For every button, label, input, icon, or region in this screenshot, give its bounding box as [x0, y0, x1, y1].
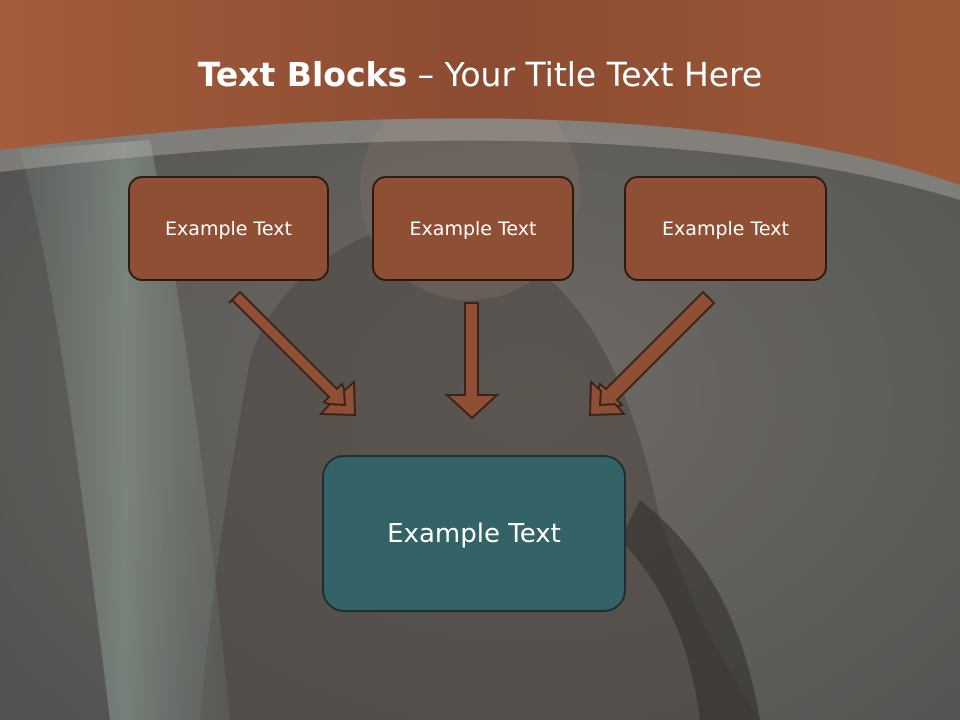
text-block-center[interactable]: Example Text	[372, 176, 574, 281]
arrow-left-icon	[228, 290, 357, 417]
text-block-center-label: Example Text	[409, 217, 537, 240]
text-block-result[interactable]: Example Text	[322, 455, 626, 612]
title-bold-part: Text Blocks	[197, 55, 408, 94]
title-separator: –	[407, 55, 445, 94]
text-block-right[interactable]: Example Text	[624, 176, 827, 281]
text-block-left-label: Example Text	[165, 217, 292, 240]
slide-title: Text Blocks – Your Title Text Here	[0, 52, 960, 98]
text-block-left[interactable]: Example Text	[128, 176, 329, 281]
text-block-right-label: Example Text	[662, 217, 789, 240]
arrow-right-icon	[588, 290, 716, 417]
title-rest: Your Title Text Here	[444, 55, 763, 94]
arrow-center-icon	[444, 302, 500, 420]
text-block-result-label: Example Text	[387, 518, 561, 549]
